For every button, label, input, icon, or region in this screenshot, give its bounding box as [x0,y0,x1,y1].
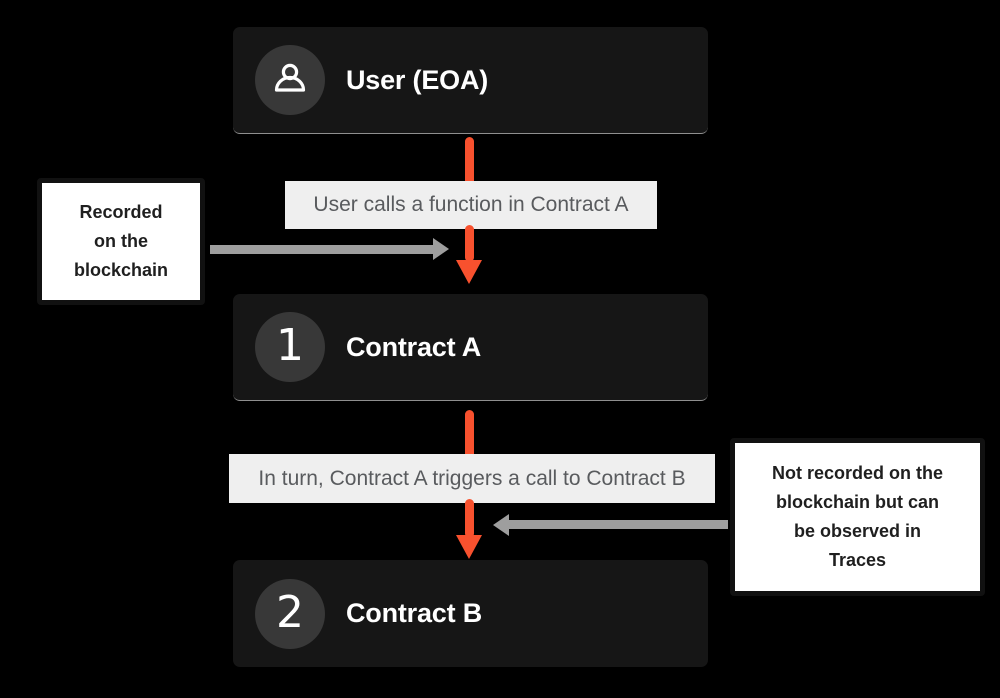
flow-arrow-a-to-b-shaft-bottom [465,499,474,538]
flow-arrow-user-to-a-head [456,260,482,284]
callout-line: Recorded [79,202,163,222]
flow-arrow-a-to-b-shaft-top [465,410,474,459]
contract-b-node-title: Contract B [346,598,483,628]
step-2-badge: 2 [276,586,304,638]
user-node-title: User (EOA) [346,64,489,95]
user-icon [274,63,306,92]
gray-arrow-recorded-head [433,238,449,260]
callout-line: on the [94,231,148,251]
flow-arrow-user-to-a-shaft-bottom [465,225,474,262]
flow-arrow-user-to-a-shaft-top [465,137,474,186]
callout-line: blockchain but can [775,492,940,512]
recorded-on-blockchain-callout: Recorded on the blockchain [37,178,205,305]
edge-label-user-call: User calls a function in Contract A [285,181,657,229]
callout-line: Traces [828,550,887,570]
callout-line: be observed in [793,521,922,541]
callout-line: Not recorded on the [771,463,943,483]
callout-line: blockchain [73,260,169,280]
edge-label-internal-call: In turn, Contract A triggers a call to C… [229,454,715,503]
contract-a-node: 1 Contract A [233,294,708,401]
gray-arrow-traces-shaft [509,520,728,529]
contract-b-node: 2 Contract B [233,560,708,667]
user-avatar-circle [255,45,325,115]
step-1-badge: 1 [276,320,304,371]
gray-arrow-recorded-shaft [210,245,433,254]
contract-a-node-title: Contract A [346,331,482,362]
contract-b-badge-circle: 2 [255,578,325,649]
contract-a-badge-circle: 1 [255,312,325,382]
flow-arrow-a-to-b-head [456,535,482,559]
not-recorded-traces-callout: Not recorded on the blockchain but can b… [730,438,985,596]
gray-arrow-traces-head [493,514,509,536]
user-node: User (EOA) [233,27,708,134]
